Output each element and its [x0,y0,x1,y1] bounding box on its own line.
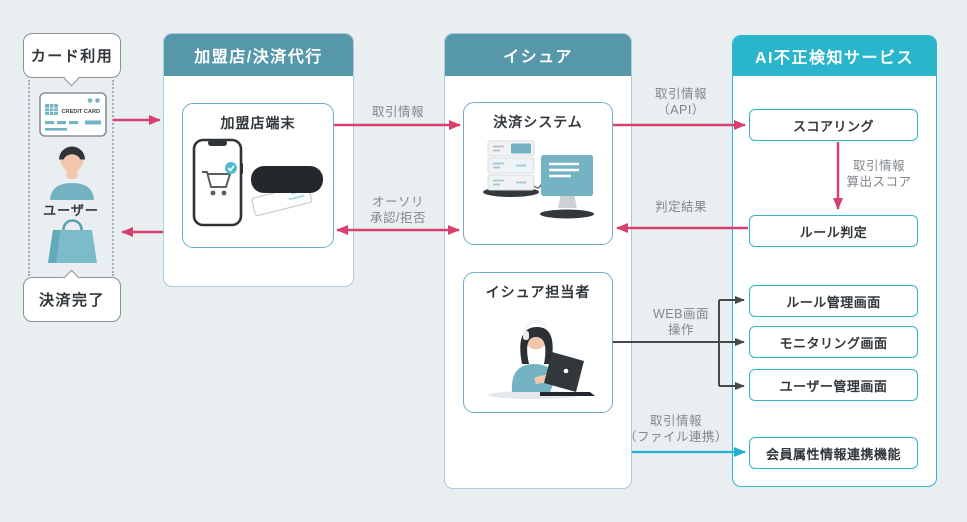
bubble-pointer-up [63,269,80,285]
merchant-column: 加盟店/決済代行 加盟店端末 [163,33,354,287]
box-rule-management-label: ルール管理画面 [786,294,881,310]
merchant-terminal-label: 加盟店端末 [220,115,296,131]
merchant-header-label: 加盟店/決済代行 [194,49,323,66]
payment-complete-bubble: 決済完了 [23,269,121,322]
server-monitor-icon [483,140,594,219]
box-member-attribute-link: 会員属性情報連携機能 [749,437,918,469]
bubble-pointer-down [63,70,80,86]
box-user-management-screen: ユーザー管理画面 [749,369,918,401]
ai-service-header-label: AI不正検知サービス [754,50,914,67]
lane-dotted-line-right [112,80,114,276]
box-rule-judgment-label: ルール判定 [799,224,868,240]
label-calculated-score: 取引情報 算出スコア [846,159,912,190]
box-monitoring-screen: モニタリング画面 [749,326,918,358]
box-scoring: スコアリング [749,109,918,141]
label-file-link: 取引情報 （ファイル連携） [623,414,728,445]
issuer-column: イシュア 決済システム [444,33,632,489]
merchant-terminal-box: 加盟店端末 [182,103,334,248]
payment-system-label: 決済システム [493,114,583,130]
label-authorization: オーソリ 承認/拒否 [370,195,426,226]
ai-service-header: AI不正検知サービス [733,36,936,76]
user-label: ユーザー [43,203,99,218]
lane-dotted-line-left [28,80,30,276]
credit-card-icon: CREDIT CARD [39,92,107,137]
issuer-header-label: イシュア [503,49,573,66]
merchant-header: 加盟店/決済代行 [164,34,353,76]
card-brand-text: CREDIT CARD [62,109,101,115]
label-transaction-api: 取引情報 （API） [654,87,707,118]
box-rule-management-screen: ルール管理画面 [749,285,918,317]
ai-service-column: AI不正検知サービス スコアリング ルール判定 ルール管理画面 モニタリング画面… [732,35,937,487]
box-member-attribute-label: 会員属性情報連携機能 [765,446,901,462]
operator-headset-laptop-icon [488,319,595,399]
card-use-bubble: カード利用 [23,33,121,86]
box-rule-judgment: ルール判定 [749,215,918,247]
label-web-operation: WEB画面 操作 [653,307,709,338]
payment-complete-label: 決済完了 [38,292,105,309]
box-monitoring-label: モニタリング画面 [779,335,888,351]
terminal-devices-icon [192,138,323,227]
label-judgment-result: 判定結果 [654,200,707,214]
box-scoring-label: スコアリング [792,118,874,134]
card-use-label: カード利用 [30,48,114,65]
box-user-management-label: ユーザー管理画面 [779,378,888,394]
shopping-bag-icon [48,219,97,263]
user-avatar-icon [50,146,94,200]
payment-system-box: 決済システム [463,102,613,245]
issuer-operator-box: イシュア担当者 [463,272,613,413]
issuer-operator-label: イシュア担当者 [485,284,591,300]
label-transaction-info: 取引情報 [371,105,424,119]
issuer-header: イシュア [445,34,631,76]
